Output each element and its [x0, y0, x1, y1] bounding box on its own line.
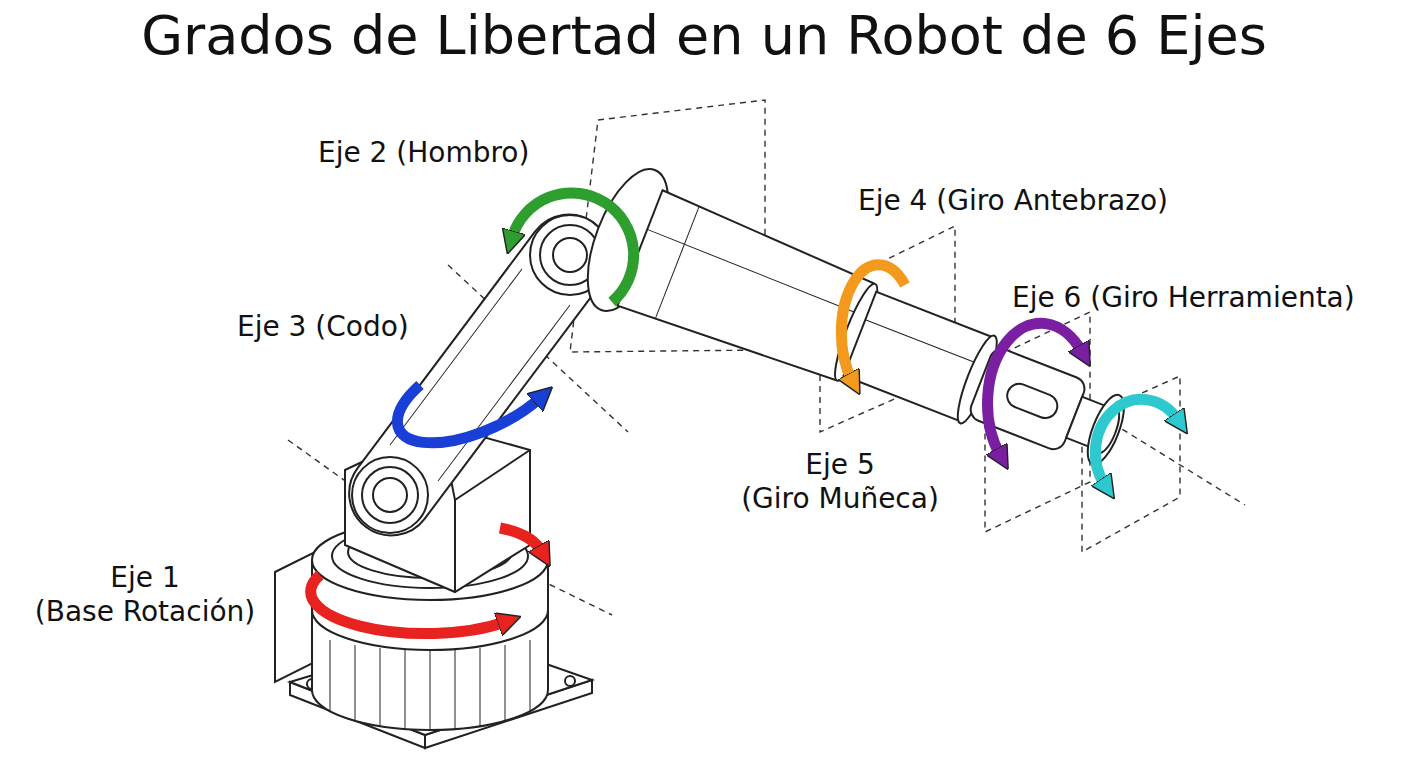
base-ribs: [480, 648, 481, 726]
axis-label: Eje 4 (Giro Antebrazo): [858, 184, 1168, 218]
base-ribs: [355, 645, 356, 721]
base-ribs: [330, 640, 530, 730]
base-ribs: [430, 650, 431, 730]
axis-label: Eje 6 (Giro Herramienta): [1012, 281, 1355, 315]
arm-edge: [647, 229, 862, 314]
arm-edge: [655, 207, 699, 319]
axis-label: Eje 3 (Codo): [237, 310, 409, 344]
joint-circle: [362, 467, 418, 523]
axis-planes: [288, 100, 1245, 615]
rotation-arrow: [841, 265, 905, 380]
axis-label: Eje 2 (Hombro): [318, 136, 529, 170]
axis-label: Eje 1 (Base Rotación): [35, 561, 255, 628]
base-ribs: [505, 645, 506, 721]
rotation-arrow: [397, 385, 540, 443]
joint-circle: [352, 215, 610, 533]
label-line: (Giro Muñeca): [741, 482, 939, 516]
label-line: Eje 1: [35, 561, 255, 595]
rotation-arrow: [988, 323, 1082, 455]
rotation-arrow: [512, 193, 634, 302]
label-line: Eje 5: [741, 448, 939, 482]
arm-link: [332, 198, 627, 552]
rotation-arrows: [311, 193, 1178, 634]
axis-label: Eje 5 (Giro Muñeca): [741, 448, 939, 515]
arm-edge: [865, 320, 981, 365]
label-line: (Base Rotación): [35, 595, 255, 629]
arm-edge: [438, 305, 570, 481]
base-ribs: [530, 640, 531, 711]
joint-circle: [373, 478, 407, 512]
rotation-arrow: [500, 528, 542, 552]
rotation-arrow: [311, 575, 505, 634]
joint-circle: [553, 238, 587, 272]
rotation-arrow: [1095, 399, 1178, 485]
wrist-slot: [1004, 380, 1061, 421]
lower-arm: [332, 198, 627, 552]
base-ribs: [405, 650, 406, 729]
forearm: [617, 190, 1140, 492]
base-ribs: [330, 640, 331, 711]
joint-circle: [352, 457, 428, 533]
bolt-hole: [565, 676, 575, 686]
diagram-title: Grados de Libertad en un Robot de 6 Ejes: [141, 4, 1267, 69]
base-ribs: [380, 648, 381, 726]
base-ribs: [455, 650, 456, 729]
